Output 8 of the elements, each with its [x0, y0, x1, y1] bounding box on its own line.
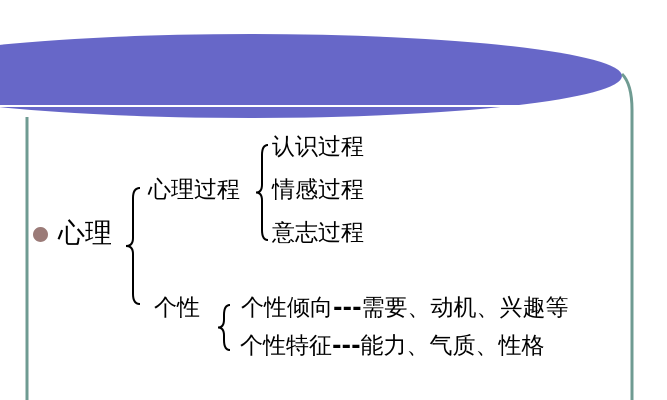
label-text: 个性特征---能力、气质、性格 — [240, 335, 545, 358]
label-text: 情感过程 — [272, 179, 364, 202]
label-text: 意志过程 — [272, 222, 364, 245]
label-text: 心理 — [58, 220, 112, 247]
label-text: 个性 — [154, 297, 200, 320]
label-text: 认识过程 — [272, 136, 364, 159]
label-text: 个性倾向---需要、动机、兴趣等 — [241, 297, 569, 320]
label-text: 心理过程 — [148, 179, 240, 202]
